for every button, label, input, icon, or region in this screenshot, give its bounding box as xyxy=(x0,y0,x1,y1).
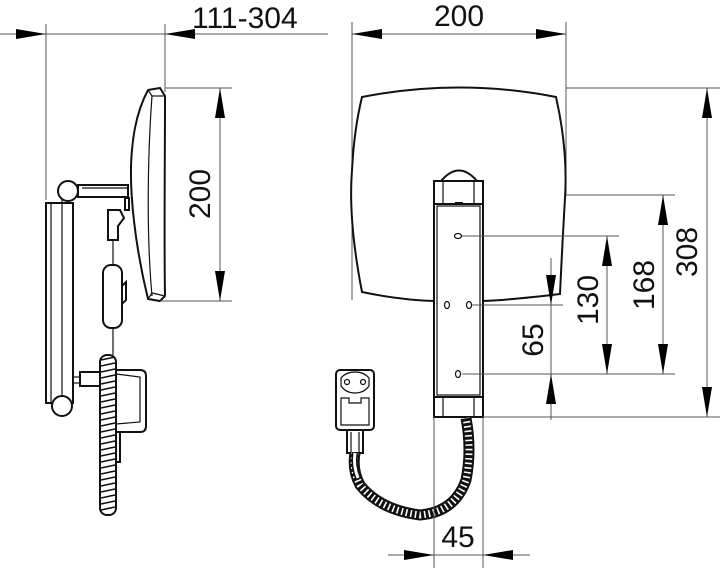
dim-label-arm-width: 45 xyxy=(441,521,474,554)
dim-label-side-mirror-height: 200 xyxy=(184,169,217,219)
side-coiled-cable xyxy=(99,354,117,516)
dim-label-front-width: 200 xyxy=(434,0,484,33)
dimension-total-height: 308 xyxy=(483,87,720,418)
mounting-hole-top xyxy=(453,232,463,240)
dimension-side-mirror-height: 200 xyxy=(160,87,232,302)
dimension-front-width: 200 xyxy=(351,0,567,300)
dim-label-hole-span-65: 65 xyxy=(517,323,550,356)
dim-label-hole-span-130: 130 xyxy=(572,275,605,325)
side-view: 111-304 200 xyxy=(0,2,328,516)
front-view: 200 xyxy=(335,0,720,568)
dim-label-total-height: 308 xyxy=(671,227,704,277)
dimension-arm-width: 45 xyxy=(388,417,530,568)
mounting-hole-mid-left xyxy=(443,300,451,310)
dim-label-side-projection: 111-304 xyxy=(192,2,298,35)
dimension-hole-span-65: 65 xyxy=(462,258,675,420)
front-arm xyxy=(433,169,484,418)
mounting-hole-mid-right xyxy=(465,300,473,310)
dimension-hole-span-130: 130 xyxy=(462,235,619,374)
dimension-side-projection: 111-304 xyxy=(0,2,328,200)
front-plug xyxy=(335,369,375,454)
mounting-hole-bottom xyxy=(454,369,462,379)
dimension-hole-span-168: 168 xyxy=(566,194,675,374)
front-coiled-cable xyxy=(348,416,475,521)
dim-label-hole-span-168: 168 xyxy=(628,260,661,310)
side-mirror xyxy=(129,86,167,303)
side-wall-rail xyxy=(45,180,147,463)
